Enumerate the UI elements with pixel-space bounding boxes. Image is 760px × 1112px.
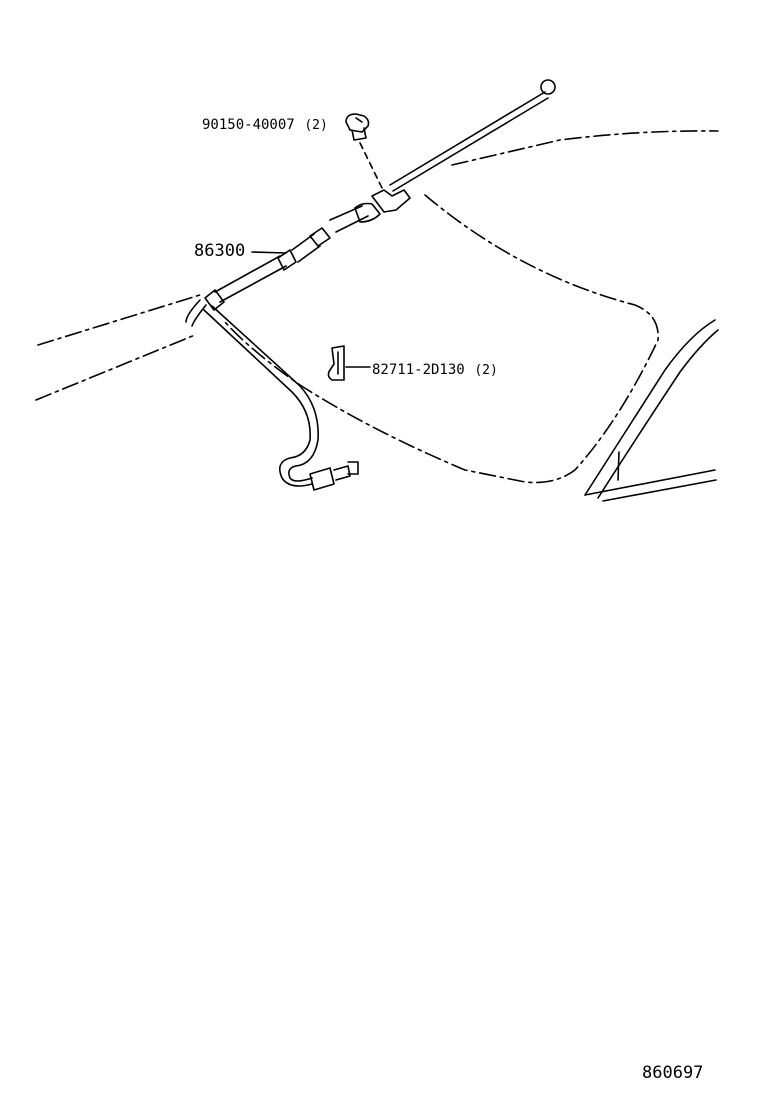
- antenna-body: [185, 189, 411, 327]
- windshield-outline: [35, 130, 719, 484]
- bolt-callout: 90150-40007 (2): [202, 116, 328, 132]
- clip-callout: 82711-2D130 (2): [372, 361, 498, 377]
- antenna-tip: [540, 79, 556, 95]
- clip-quantity: (2): [474, 363, 498, 378]
- antenna-mast: [389, 79, 556, 192]
- body-pillar: [584, 319, 719, 502]
- clip-part-number: 82711-2D130: [372, 362, 465, 378]
- illustration-id: 860697: [642, 1063, 704, 1083]
- bolt: [345, 113, 370, 141]
- bolt-quantity: (2): [304, 118, 328, 133]
- antenna-cable: [203, 305, 359, 491]
- clip: [327, 345, 345, 381]
- leader-antenna: [251, 251, 287, 254]
- bolt-part-number: 90150-40007: [202, 117, 295, 133]
- antenna-part-number: 86300: [194, 241, 246, 261]
- bolt-install-line: [359, 142, 384, 191]
